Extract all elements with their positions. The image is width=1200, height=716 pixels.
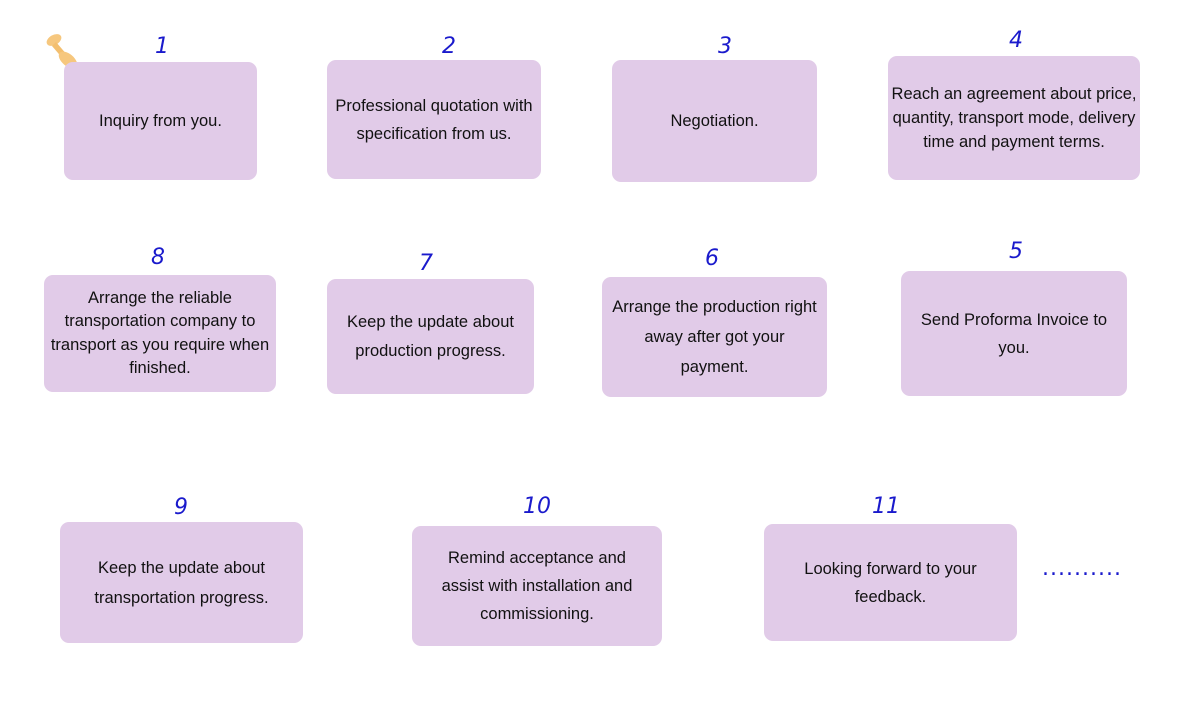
step-3-number: 3 xyxy=(718,34,732,59)
step-4-text: Reach an agreement about price, quantity… xyxy=(891,85,1137,151)
step-4-number: 4 xyxy=(1009,28,1023,53)
step-7-box: Keep the update about production progres… xyxy=(327,279,534,394)
step-8-number: 8 xyxy=(151,245,165,270)
step-11-number: 11 xyxy=(872,494,900,519)
step-10-number: 10 xyxy=(523,494,551,519)
step-1-box: Inquiry from you. xyxy=(64,62,257,180)
step-1-text: Inquiry from you. xyxy=(99,112,222,130)
step-6-number: 6 xyxy=(705,246,719,271)
step-8-text: Arrange the reliable transportation comp… xyxy=(50,288,270,378)
step-8-box: Arrange the reliable transportation comp… xyxy=(44,275,276,392)
step-5-number: 5 xyxy=(1009,239,1023,264)
step-7-text: Keep the update about production progres… xyxy=(347,312,514,360)
step-5-text: Send Proforma Invoice to you. xyxy=(920,310,1108,357)
step-6-text: Arrange the production right away after … xyxy=(612,298,817,376)
step-2-text: Professional quotation with specificatio… xyxy=(335,96,533,143)
step-5-box: Send Proforma Invoice to you. xyxy=(901,271,1127,396)
step-3-box: Negotiation. xyxy=(612,60,817,182)
step-9-box: Keep the update about transportation pro… xyxy=(60,522,303,643)
step-2-box: Professional quotation with specificatio… xyxy=(327,60,541,179)
step-9-text: Keep the update about transportation pro… xyxy=(94,558,269,607)
step-7-number: 7 xyxy=(419,251,433,276)
step-4-box: Reach an agreement about price, quantity… xyxy=(888,56,1140,180)
step-1-number: 1 xyxy=(155,34,169,59)
step-6-box: Arrange the production right away after … xyxy=(602,277,827,397)
step-3-text: Negotiation. xyxy=(670,112,759,130)
step-9-number: 9 xyxy=(174,495,188,520)
step-2-number: 2 xyxy=(442,34,456,59)
step-11-box: Looking forward to your feedback. xyxy=(764,524,1017,641)
step-10-text: Remind acceptance and assist with instal… xyxy=(441,549,633,623)
step-10-box: Remind acceptance and assist with instal… xyxy=(412,526,662,646)
continuation-ellipsis: .......... xyxy=(1042,556,1122,581)
step-11-text: Looking forward to your feedback. xyxy=(804,559,977,606)
